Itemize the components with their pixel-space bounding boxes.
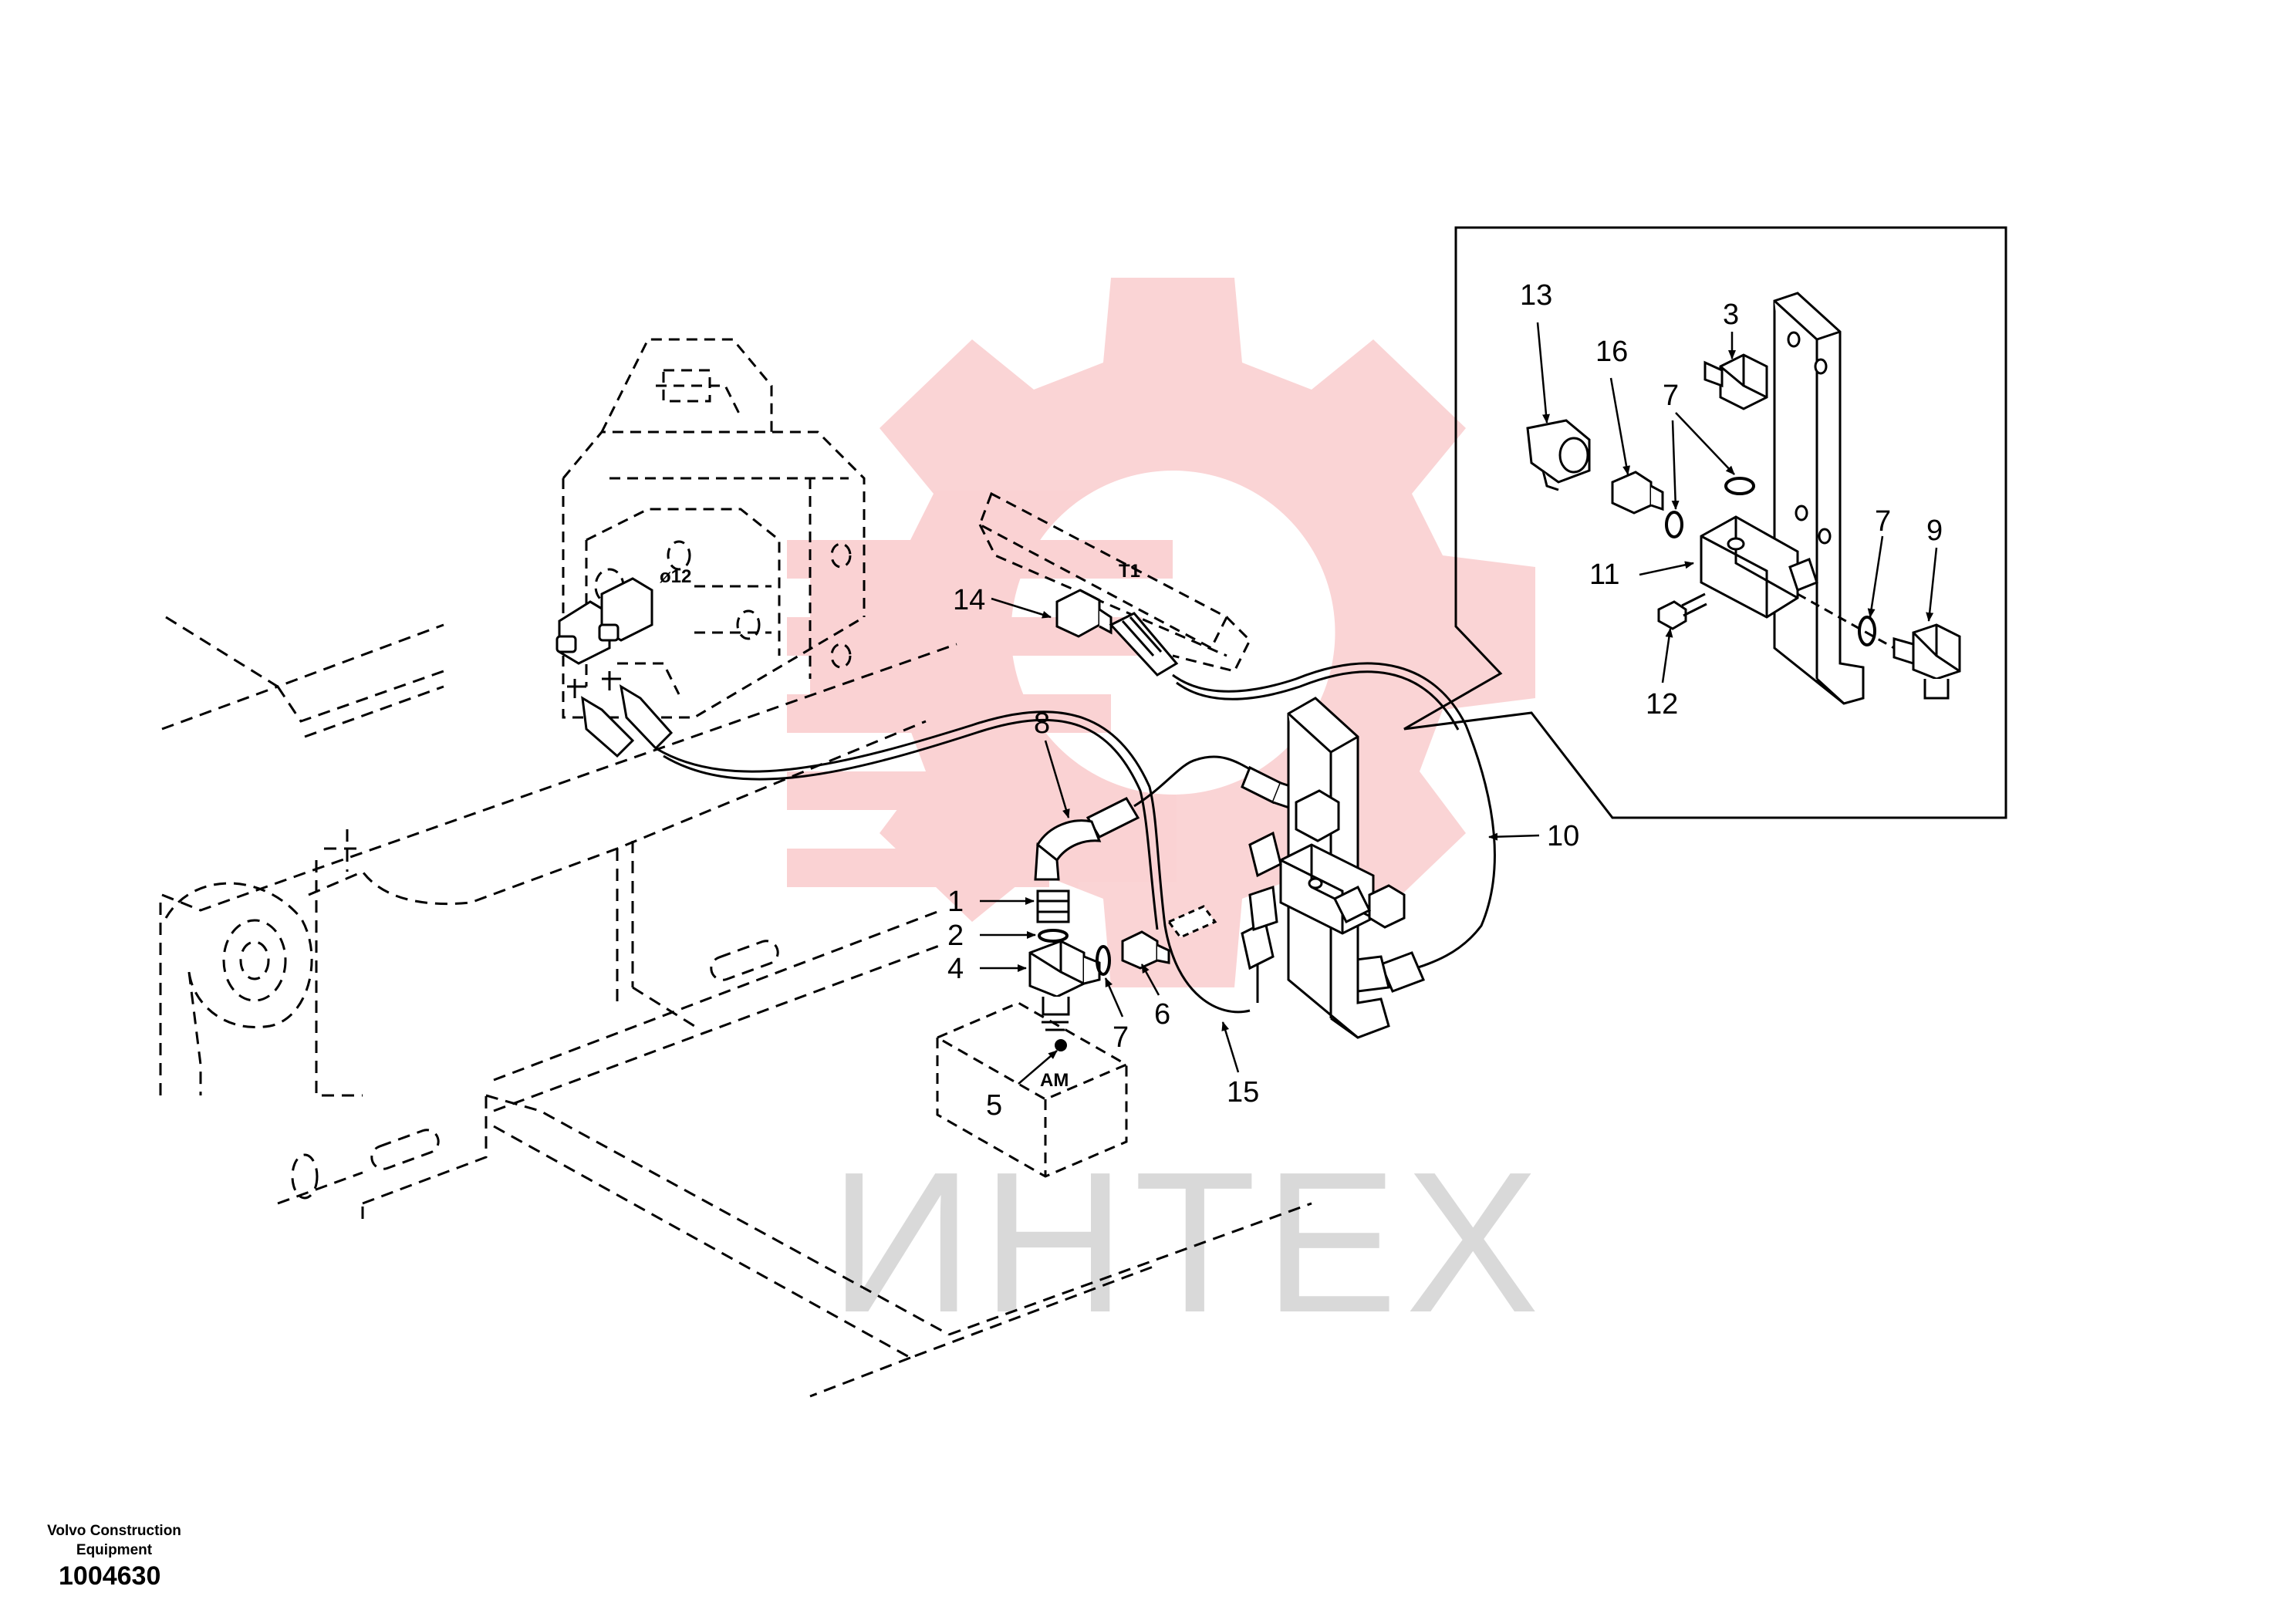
machine-frame-outline <box>159 616 1312 1398</box>
callout-13: 13 <box>1520 279 1552 312</box>
detail-view-frame <box>1403 226 2007 819</box>
detail-bolt-12 <box>1657 592 1707 630</box>
document-number: 1004630 <box>59 1561 161 1591</box>
callout-7-detail-left: 7 <box>1663 380 1679 412</box>
valve-hose-fittings <box>581 684 674 758</box>
callout-5: 5 <box>986 1089 1002 1122</box>
elbow-4 <box>1028 940 1101 1031</box>
tag-am: AM <box>1040 1070 1069 1091</box>
callout-4: 4 <box>947 953 964 985</box>
detail-elbow-9 <box>1893 623 1961 700</box>
hose-end-fittings <box>1086 765 1425 993</box>
detail-elbow-3 <box>1703 353 1768 410</box>
o-ring-2 <box>1038 929 1069 943</box>
am-block-outline <box>934 1001 1129 1178</box>
detail-bracket <box>1773 292 1865 705</box>
am-block-plug <box>1055 1039 1067 1051</box>
callout-10: 10 <box>1547 820 1579 852</box>
callout-3: 3 <box>1723 299 1739 331</box>
callout-7-lower: 7 <box>1113 1021 1129 1054</box>
elbow-fitting-8 <box>1034 819 1102 881</box>
fitting-14-elbow <box>1055 589 1113 638</box>
callout-7-detail-right: 7 <box>1875 505 1891 538</box>
tag-t1: T1 <box>1119 561 1140 582</box>
callout-14: 14 <box>953 584 985 616</box>
control-valve-outline <box>562 338 866 719</box>
detail-assembly-lines <box>1797 592 1895 650</box>
callout-15: 15 <box>1227 1076 1259 1109</box>
callout-6: 6 <box>1154 998 1170 1031</box>
nipple-1 <box>1036 889 1070 923</box>
tag-phi12: ø12 <box>660 566 691 587</box>
callout-8: 8 <box>1034 707 1050 740</box>
detail-o-ring-7-upper <box>1665 477 1876 646</box>
t1-housing-outline <box>978 491 1251 673</box>
manufacturer-line-2: Equipment <box>76 1542 153 1558</box>
callout-2: 2 <box>947 920 964 952</box>
manufacturer-name: Volvo Construction Equipment <box>29 1521 199 1560</box>
callout-12: 12 <box>1646 688 1678 721</box>
detail-nipple-16 <box>1611 471 1664 515</box>
manifold-fittings-main <box>1248 789 1406 929</box>
manufacturer-line-1: Volvo Construction <box>47 1523 181 1539</box>
callout-16: 16 <box>1595 336 1628 368</box>
valve-solenoid-connectors <box>555 577 653 698</box>
detail-manifold-block-11 <box>1700 515 1818 619</box>
detail-connector-13 <box>1526 419 1591 491</box>
watermark-text: ИНТЕХ <box>829 1131 1547 1355</box>
callout-1: 1 <box>947 886 964 918</box>
o-ring-7-lower <box>1096 945 1111 976</box>
connector-6 <box>1121 905 1217 970</box>
callout-9: 9 <box>1926 515 1943 547</box>
hydraulic-hoses <box>655 662 1496 1014</box>
callout-11: 11 <box>1589 559 1619 591</box>
t1-hose-fitting <box>1109 612 1179 677</box>
callout-leaders <box>980 322 1938 1085</box>
